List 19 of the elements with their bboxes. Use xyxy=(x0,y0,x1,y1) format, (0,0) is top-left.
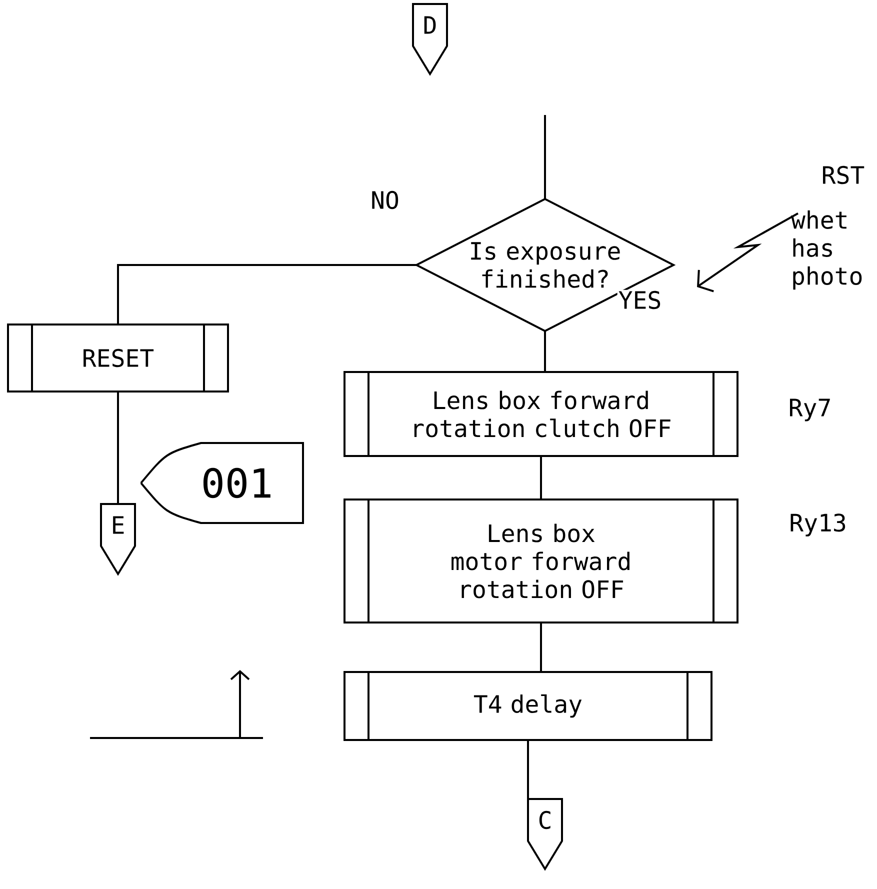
flow-line xyxy=(117,264,416,324)
signal-arrow xyxy=(697,212,798,292)
label: Ry7 xyxy=(790,398,830,422)
flow-line xyxy=(540,457,542,498)
signal-text: whet has photo xyxy=(791,210,862,290)
process-box: T4 delay xyxy=(344,671,712,741)
process-box: Lens box motor forward rotation OFF xyxy=(344,498,738,624)
label: RST xyxy=(823,166,864,184)
flow-line xyxy=(527,741,529,799)
flow-line xyxy=(117,392,119,504)
process-box: Lens box forward rotation clutch OFF xyxy=(344,371,738,457)
edge-label: YES xyxy=(617,290,663,310)
counter-display: 001 xyxy=(140,442,304,524)
edge-label: NO xyxy=(370,190,400,210)
flow-line xyxy=(544,115,546,199)
flow-line xyxy=(544,331,546,371)
flow-line xyxy=(540,624,542,671)
process-box: RESET xyxy=(7,324,229,392)
label: Ry13 xyxy=(790,514,846,536)
